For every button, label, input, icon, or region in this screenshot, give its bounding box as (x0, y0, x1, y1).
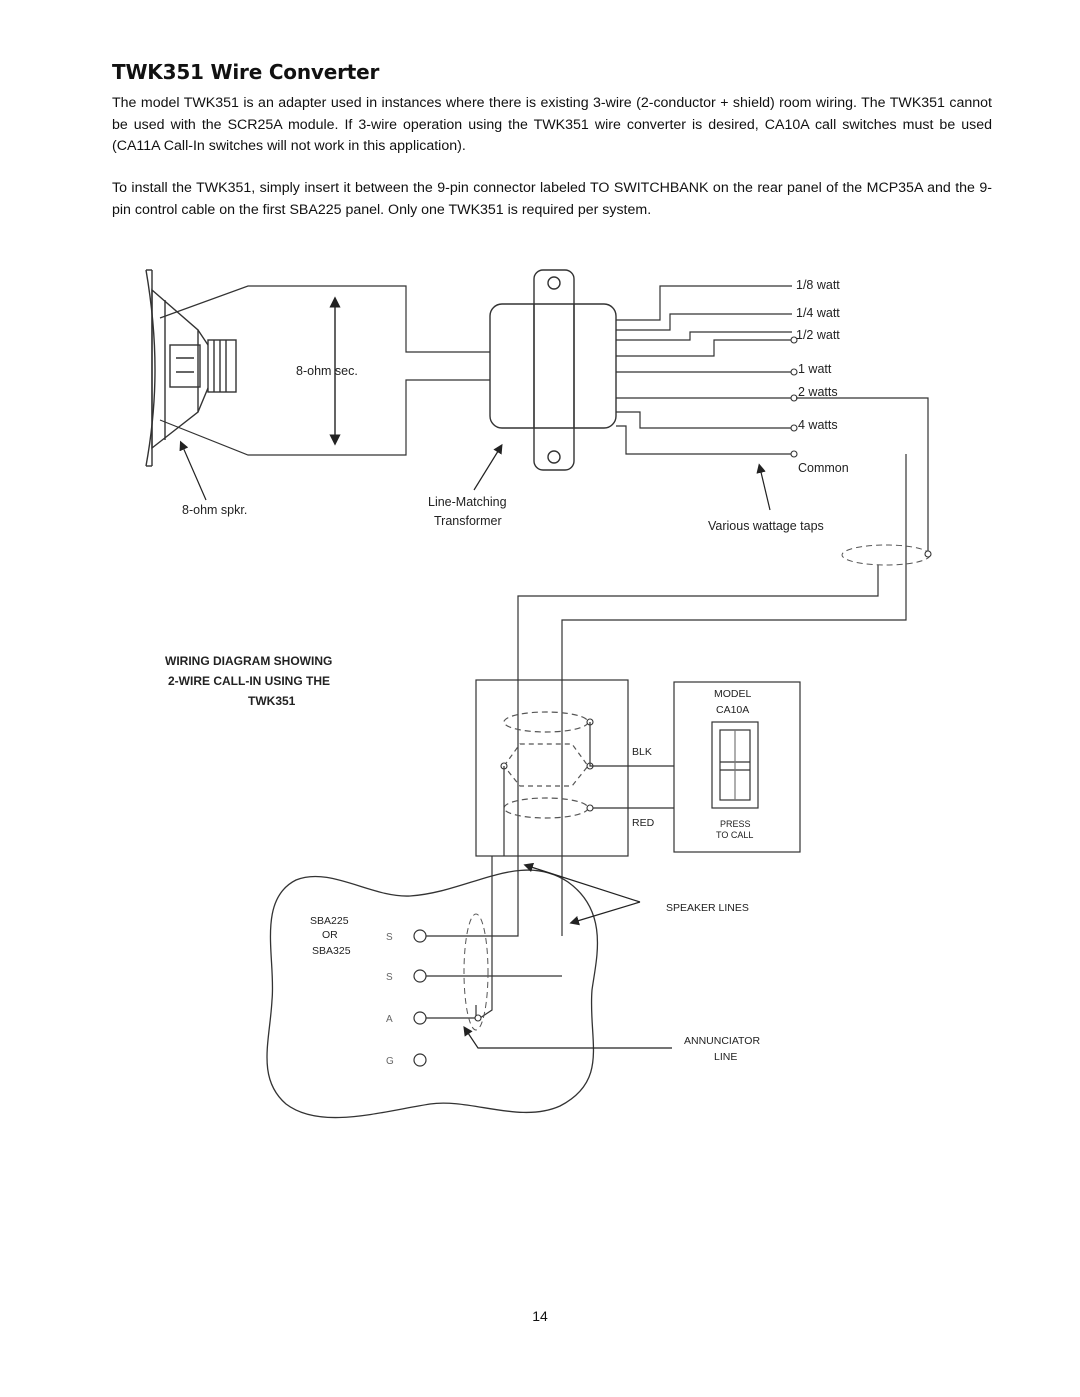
tap-label-4: 4 watts (798, 418, 838, 432)
terminal-label-s1: S (386, 932, 393, 943)
model-label-line1: MODEL (714, 688, 752, 700)
tap-label-1: 1 watt (798, 362, 832, 376)
annunciator-label-line1: ANNUNCIATOR (684, 1035, 760, 1047)
panel-shield-ellipse (463, 913, 489, 1031)
terminal-label-a: A (386, 1014, 393, 1025)
speaker-symbol (145, 269, 237, 467)
terminal-label-s2: S (386, 972, 393, 983)
speaker-pointer-arrow (179, 440, 207, 501)
red-label: RED (632, 817, 655, 829)
caption-line2: 2-WIRE CALL-IN USING THE (168, 674, 330, 688)
twk351-terminals (500, 718, 594, 812)
speaker-lines-arrow-1 (523, 862, 641, 903)
press-label-line2: TO CALL (716, 830, 753, 840)
tap-wiring (616, 285, 792, 455)
annunciator-label-line2: LINE (714, 1051, 737, 1063)
sba-panel-outline (266, 869, 599, 1119)
transformer-label-line1: Line-Matching (428, 495, 507, 509)
speaker-cable (420, 397, 929, 977)
page-number: 14 (532, 1308, 548, 1324)
cable-shield-ellipse (841, 544, 931, 566)
blk-label: BLK (632, 746, 652, 758)
tap-label-common: Common (798, 461, 849, 475)
transformer-pointer-arrow (473, 443, 503, 491)
press-label-line1: PRESS (720, 819, 751, 829)
secondary-wiring (159, 285, 490, 456)
tap-label-1-8: 1/8 watt (796, 278, 840, 292)
secondary-label: 8-ohm sec. (296, 364, 358, 378)
terminal-label-g: G (386, 1056, 394, 1067)
caption-line3: TWK351 (248, 694, 296, 708)
taps-label: Various wattage taps (708, 519, 824, 533)
speaker-label: 8-ohm spkr. (182, 503, 247, 517)
twk351-box (475, 679, 629, 857)
intro-paragraph: The model TWK351 is an adapter used in i… (112, 95, 992, 154)
shield-terminal (924, 550, 932, 558)
transformer-label-line2: Transformer (434, 514, 502, 528)
taps-pointer-arrow (756, 463, 771, 511)
speaker-lines-arrow-2 (569, 901, 641, 926)
annunciator-pointer (463, 1026, 672, 1049)
speaker-lines-label: SPEAKER LINES (666, 902, 749, 914)
install-paragraph: To install the TWK351, simply insert it … (112, 180, 992, 218)
tap-label-1-2: 1/2 watt (796, 328, 840, 342)
panel-terminals (413, 929, 427, 1067)
panel-label-line1: SBA225 (310, 915, 349, 927)
panel-label-line3: SBA325 (312, 945, 351, 957)
page-title: TWK351 Wire Converter (112, 60, 380, 84)
tap-label-2: 2 watts (798, 385, 838, 399)
annunciator-terminal (474, 1014, 482, 1022)
tap-terminals (790, 336, 798, 458)
caption-line1: WIRING DIAGRAM SHOWING (165, 654, 332, 668)
panel-label-line2: OR (322, 929, 338, 941)
ca10a-switch (673, 681, 801, 853)
ca10a-wiring (589, 722, 674, 809)
model-label-line2: CA10A (716, 704, 749, 716)
transformer-symbol (489, 269, 617, 471)
tap-label-1-4: 1/4 watt (796, 306, 840, 320)
